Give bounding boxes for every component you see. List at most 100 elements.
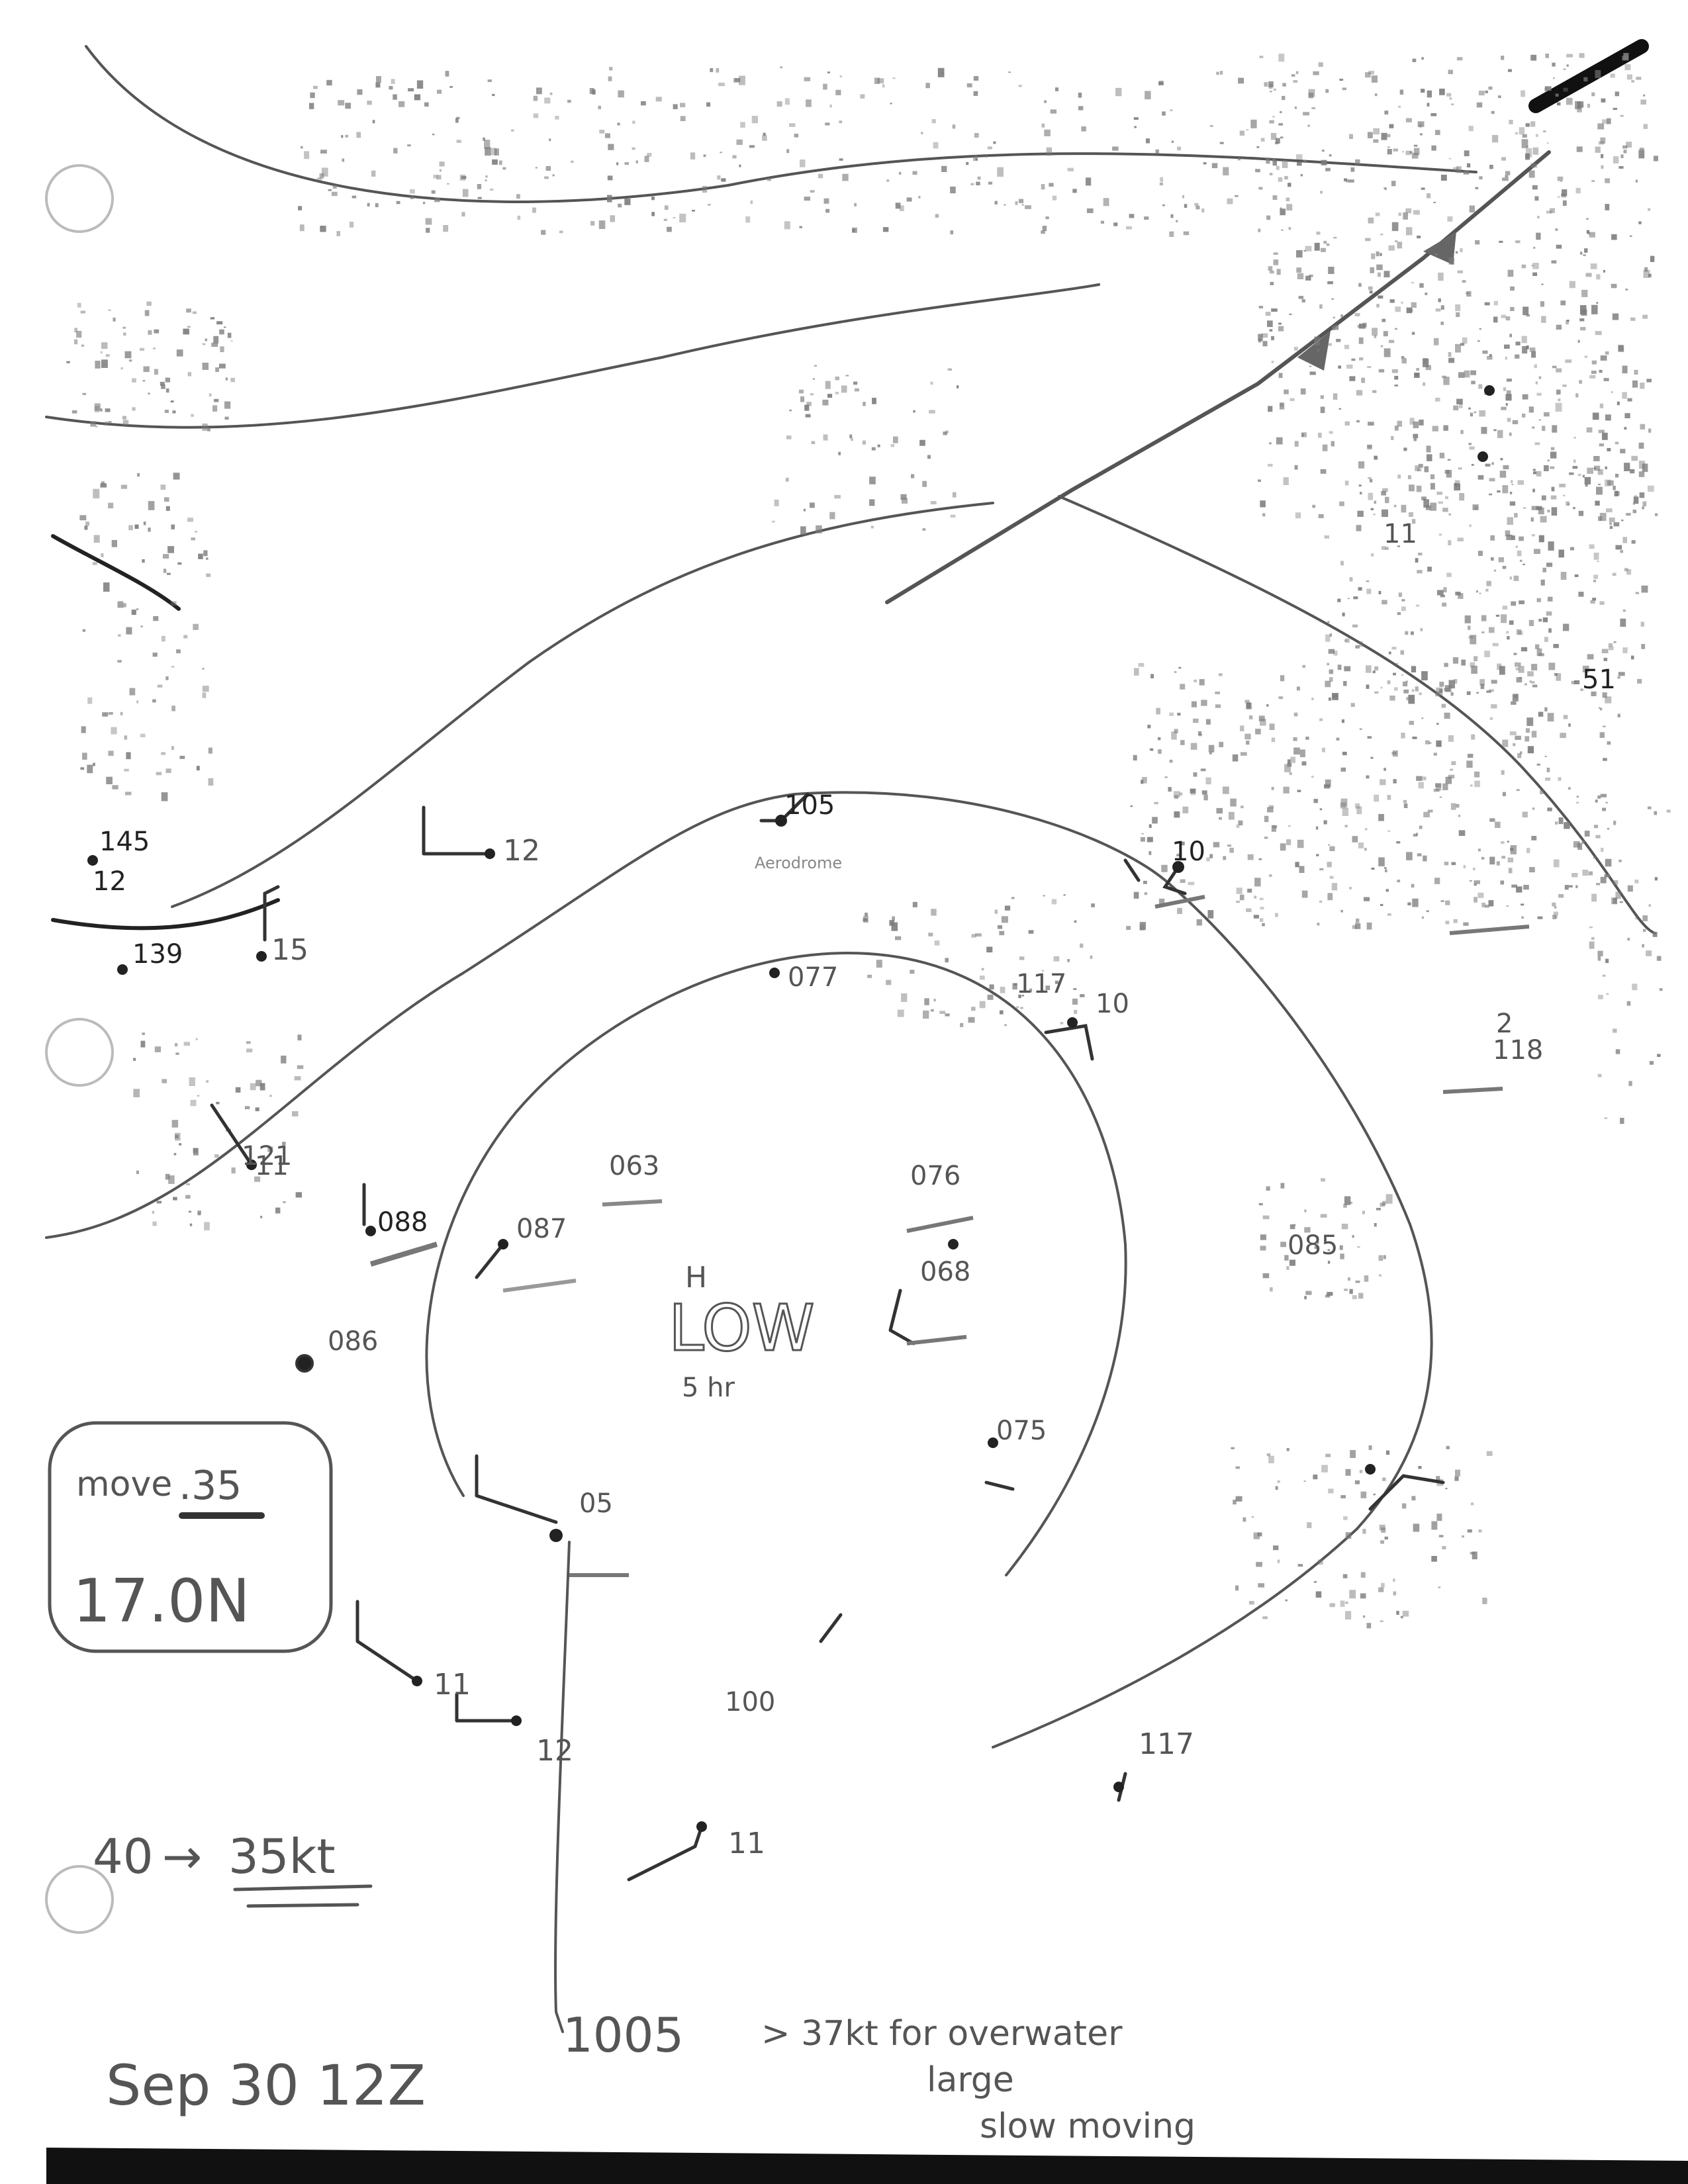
station-plot-speck xyxy=(784,98,790,105)
station-plot-speck xyxy=(1458,593,1464,599)
station-plot-speck xyxy=(1366,684,1370,689)
low-label: LOW xyxy=(669,1291,815,1365)
station-plot-speck xyxy=(1513,575,1519,581)
station-plot-speck xyxy=(1425,365,1431,371)
station-plot-speck xyxy=(835,89,841,95)
station-plot-speck xyxy=(1622,365,1628,374)
station-plot-speck xyxy=(1235,1496,1243,1502)
station-plot-speck xyxy=(186,308,191,313)
station-plot-speck xyxy=(834,494,841,499)
station-plot-speck xyxy=(1347,1277,1350,1281)
station-plot-speck xyxy=(1638,442,1644,449)
station-plot-speck xyxy=(806,402,812,406)
station-plot-speck xyxy=(1349,887,1352,889)
station-plot-speck xyxy=(1194,203,1199,206)
station-plot-speck xyxy=(447,183,449,185)
station-plot-speck xyxy=(177,562,182,565)
station-plot-speck xyxy=(1519,127,1525,135)
station-plot-speck xyxy=(1340,767,1346,772)
station-plot-speck xyxy=(1270,1287,1273,1292)
station-plot-speck xyxy=(886,979,892,985)
station-plot-speck xyxy=(1446,1445,1450,1449)
station-plot-speck xyxy=(1633,496,1639,504)
station-plot-speck xyxy=(1515,240,1521,244)
station-plot-speck xyxy=(1346,364,1353,369)
station-plot-speck xyxy=(1366,775,1370,779)
station-plot-speck xyxy=(295,1192,302,1198)
station-plot-speck xyxy=(1018,85,1022,87)
station-plot-speck xyxy=(1232,754,1239,762)
station-plot-speck xyxy=(1271,361,1274,363)
station-plot-speck xyxy=(1584,831,1590,837)
station-plot-speck xyxy=(1577,101,1584,108)
station-plot-speck xyxy=(865,913,868,917)
station-plot-speck xyxy=(1501,770,1505,775)
station-plot-speck xyxy=(1584,355,1588,358)
station-plot-speck xyxy=(1490,535,1495,541)
station-plot-speck xyxy=(651,212,655,216)
station-plot-speck xyxy=(1421,496,1427,500)
station-plot-speck xyxy=(1455,304,1461,312)
station-plot-speck xyxy=(1339,1245,1343,1250)
station-plot-speck xyxy=(1584,477,1591,484)
station-plot-speck xyxy=(1367,736,1372,739)
station-plot-speck xyxy=(1230,798,1237,807)
station-plot-speck xyxy=(1403,212,1408,220)
station-plot-speck xyxy=(1305,737,1309,740)
station-plot-speck xyxy=(1298,296,1304,299)
station-plot-speck xyxy=(1293,712,1298,717)
station-plot-speck xyxy=(1510,286,1515,291)
station-plot-speck xyxy=(927,455,931,459)
station-plot-speck xyxy=(1236,887,1243,894)
station-plot-speck xyxy=(1191,701,1197,707)
station-plot-speck xyxy=(1173,791,1180,797)
station-plot-speck xyxy=(1280,207,1282,209)
station-plot-speck xyxy=(1287,759,1291,764)
station-plot-speck xyxy=(1317,348,1320,352)
station-plot-speck xyxy=(1471,665,1477,674)
station-plot-speck xyxy=(1327,343,1332,346)
station-plot-speck xyxy=(1400,1615,1403,1619)
station-plot-speck xyxy=(1368,286,1373,291)
station-plot-speck xyxy=(839,120,843,124)
station-plot-speck xyxy=(1368,70,1374,75)
wind-barb xyxy=(627,1825,704,1882)
station-plot-speck xyxy=(1412,58,1417,62)
station-plot-speck xyxy=(1385,869,1387,872)
station-plot-speck xyxy=(1481,631,1485,633)
station-plot-speck xyxy=(1553,911,1558,916)
station-plot-speck xyxy=(389,85,393,90)
station-plot-speck xyxy=(1595,331,1602,336)
station-plot-speck xyxy=(651,197,655,201)
station-plot-speck xyxy=(1112,146,1119,151)
station-plot-speck xyxy=(1615,441,1619,445)
station-plot-speck xyxy=(1442,1546,1446,1549)
station-plot-speck xyxy=(1352,836,1358,842)
station-plot-speck xyxy=(644,156,649,162)
station-plot-speck xyxy=(197,1210,201,1215)
station-plot-speck xyxy=(1575,885,1578,888)
station-plot-speck xyxy=(1266,215,1271,220)
station-plot-speck xyxy=(1260,918,1264,922)
station-plot-speck xyxy=(1496,861,1500,866)
station-plot-speck xyxy=(973,91,978,96)
station-plot-speck xyxy=(1476,692,1479,694)
station-plot-speck xyxy=(1427,193,1431,199)
station-plot-speck xyxy=(1569,472,1574,475)
station-plot-speck xyxy=(1634,495,1637,497)
station-plot-speck xyxy=(1373,670,1376,673)
station-plot-speck xyxy=(1552,425,1558,433)
station-plot-speck xyxy=(246,1041,251,1044)
station-plot-speck xyxy=(95,361,101,369)
station-plot-speck xyxy=(987,994,994,1000)
station-plot-speck xyxy=(977,176,981,180)
station-plot-speck xyxy=(1200,768,1206,772)
station-plot-speck xyxy=(1382,488,1388,492)
station-plot-speck xyxy=(1213,842,1220,848)
station-plot-speck xyxy=(1564,822,1570,829)
station-plot-speck xyxy=(1378,590,1382,594)
station-plot-speck xyxy=(1357,510,1364,517)
station-plot-speck xyxy=(196,766,200,771)
station-value: 12 xyxy=(93,866,126,897)
station-plot-speck xyxy=(1067,167,1074,171)
